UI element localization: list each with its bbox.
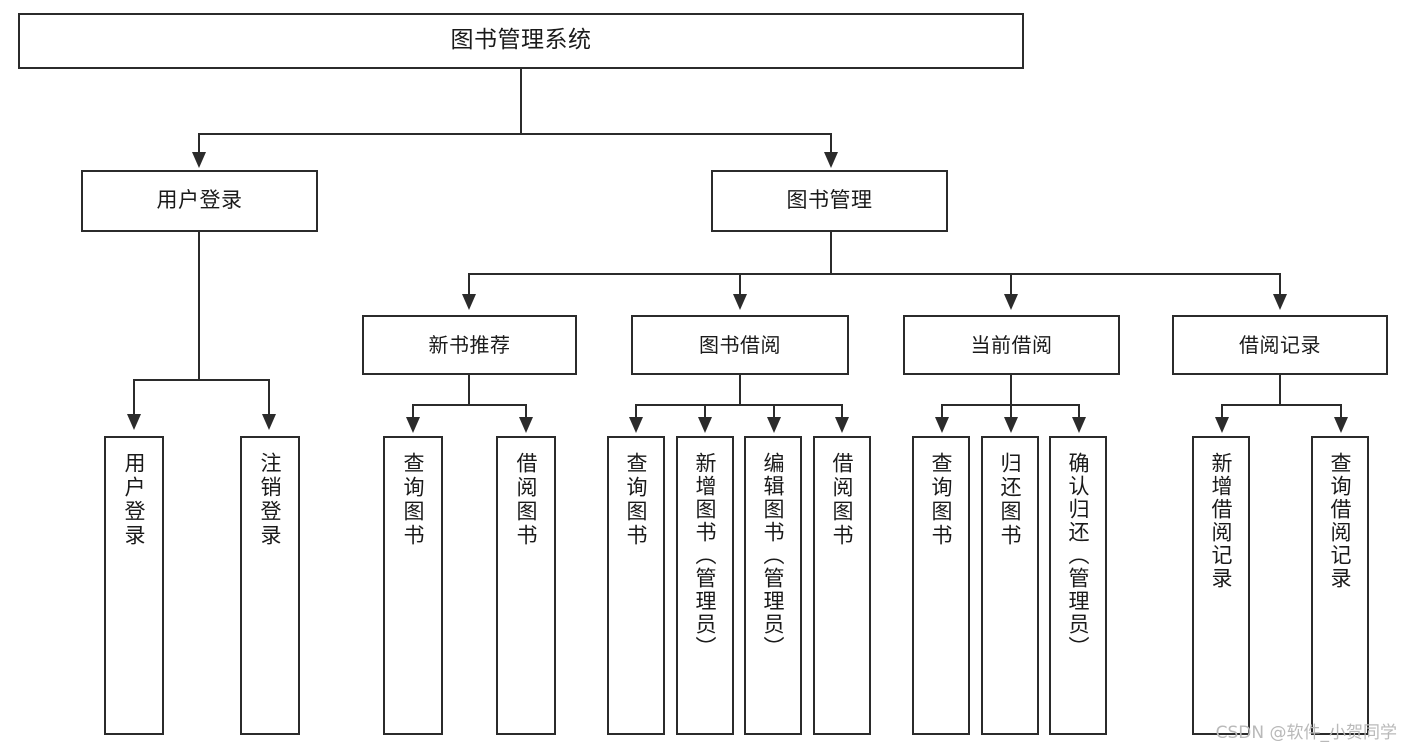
connector-bb-drop-3 [773,404,775,418]
node-label: 归还图书 [998,452,1023,548]
arrowhead-to-leaf-confirm-return [1072,417,1086,433]
connector-bm-drop-1 [468,273,470,295]
leaf-query-book-1[interactable]: 查询图书 [383,436,443,735]
leaf-borrow-book-1[interactable]: 借阅图书 [496,436,556,735]
node-borrow-record[interactable]: 借阅记录 [1172,315,1388,375]
node-user-login[interactable]: 用户登录 [81,170,318,232]
connector-root-bus [198,133,832,135]
arrowhead-to-leaf-user-login [127,414,141,430]
connector-bb-drop-4 [841,404,843,418]
node-current-borrow[interactable]: 当前借阅 [903,315,1120,375]
connector-root-drop-left [198,133,200,153]
node-label: 查询借阅记录 [1328,452,1353,590]
connector-br-drop-2 [1340,404,1342,418]
connector-bm-drop-3 [1010,273,1012,295]
node-root-system[interactable]: 图书管理系统 [18,13,1024,69]
arrowhead-to-leaf-query-book-1 [406,417,420,433]
connector-br-stem [1279,375,1281,405]
arrowhead-to-leaf-borrow-book-1 [519,417,533,433]
connector-user-login-drop-1 [133,379,135,415]
arrowhead-to-user-login [192,152,206,168]
connector-user-login-drop-2 [268,379,270,415]
connector-nbr-stem [468,375,470,405]
connector-bb-drop-1 [635,404,637,418]
connector-cb-stem [1010,375,1012,405]
connector-bm-drop-2 [739,273,741,295]
connector-br-drop-1 [1221,404,1223,418]
leaf-user-login[interactable]: 用户登录 [104,436,164,735]
connector-user-login-bus [133,379,269,381]
connector-nbr-bus [412,404,527,406]
connector-book-management-bus [468,273,1280,275]
node-label: 编辑图书（管理员） [761,452,786,659]
connector-root-drop-right [830,133,832,153]
node-label: 图书借阅 [699,332,781,357]
node-label: 注销登录 [258,452,283,548]
connector-br-bus [1221,404,1342,406]
connector-user-login-stem [198,232,200,380]
arrowhead-to-book-management [824,152,838,168]
connector-bb-stem [739,375,741,405]
node-label: 查询图书 [929,452,954,548]
leaf-add-borrow-record[interactable]: 新增借阅记录 [1192,436,1250,735]
node-label: 用户登录 [122,452,147,548]
arrowhead-to-leaf-query-book-2 [629,417,643,433]
arrowhead-to-leaf-add-borrow-record [1215,417,1229,433]
connector-bb-bus [635,404,843,406]
arrowhead-to-current-borrow [1004,294,1018,310]
node-label: 借阅图书 [514,452,539,548]
leaf-query-book-3[interactable]: 查询图书 [912,436,970,735]
node-label: 图书管理系统 [450,27,592,54]
arrowhead-to-leaf-return-book [1004,417,1018,433]
arrowhead-to-book-borrow [733,294,747,310]
node-label: 查询图书 [624,452,649,548]
node-book-borrow[interactable]: 图书借阅 [631,315,849,375]
node-new-book-recommend[interactable]: 新书推荐 [362,315,577,375]
arrowhead-to-leaf-borrow-book-2 [835,417,849,433]
leaf-add-book[interactable]: 新增图书（管理员） [676,436,734,735]
node-label: 借阅记录 [1239,332,1321,357]
arrowhead-to-leaf-edit-book [767,417,781,433]
leaf-query-book-2[interactable]: 查询图书 [607,436,665,735]
node-label: 确认归还（管理员） [1066,452,1091,659]
arrowhead-to-leaf-query-borrow-record [1334,417,1348,433]
node-label: 新增借阅记录 [1209,452,1234,590]
leaf-query-borrow-record[interactable]: 查询借阅记录 [1311,436,1369,735]
connector-bb-drop-2 [704,404,706,418]
arrowhead-to-leaf-logout-login [262,414,276,430]
arrowhead-to-leaf-add-book [698,417,712,433]
arrowhead-to-borrow-record [1273,294,1287,310]
connector-nbr-drop-1 [412,404,414,418]
connector-cb-drop-3 [1078,404,1080,418]
node-label: 新增图书（管理员） [693,452,718,659]
connector-cb-drop-2 [1010,404,1012,418]
node-label: 当前借阅 [970,332,1053,357]
connector-bm-drop-4 [1279,273,1281,295]
node-label: 新书推荐 [428,332,511,357]
node-book-management[interactable]: 图书管理 [711,170,948,232]
node-label: 用户登录 [156,188,243,213]
connector-cb-drop-1 [941,404,943,418]
arrowhead-to-leaf-query-book-3 [935,417,949,433]
connector-root-stem [520,69,522,134]
connector-book-management-stem [830,232,832,274]
leaf-logout-login[interactable]: 注销登录 [240,436,300,735]
leaf-confirm-return[interactable]: 确认归还（管理员） [1049,436,1107,735]
node-label: 借阅图书 [830,452,855,548]
leaf-borrow-book-2[interactable]: 借阅图书 [813,436,871,735]
node-label: 查询图书 [401,452,426,548]
connector-nbr-drop-2 [525,404,527,418]
arrowhead-to-new-book-recommend [462,294,476,310]
leaf-edit-book[interactable]: 编辑图书（管理员） [744,436,802,735]
leaf-return-book[interactable]: 归还图书 [981,436,1039,735]
node-label: 图书管理 [786,188,873,213]
